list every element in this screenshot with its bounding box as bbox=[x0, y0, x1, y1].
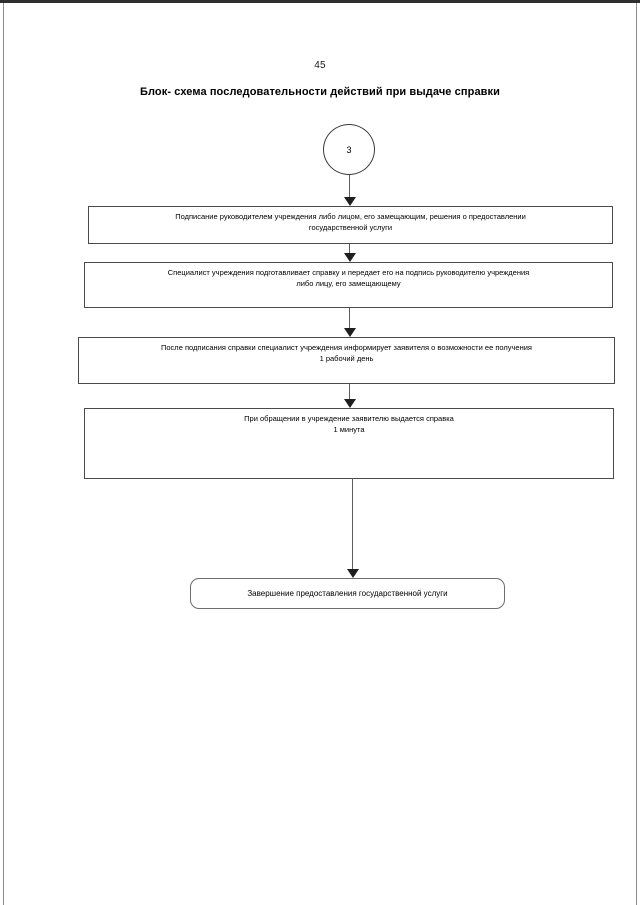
arrow-box-2-to-box-3 bbox=[343, 308, 357, 337]
flow-step-box-1: Подписание руководителем учреждения либо… bbox=[88, 206, 613, 244]
flow-step-box-2: Специалист учреждения подготавливает спр… bbox=[84, 262, 613, 308]
flow-step-box-4: При обращении в учреждение заявителю выд… bbox=[84, 408, 614, 479]
arrow-box-3-to-box-4 bbox=[343, 384, 357, 408]
scan-edge-right bbox=[636, 3, 637, 905]
flow-terminator-box: Завершение предоставления государственно… bbox=[190, 578, 505, 609]
flow-step-box-4-line-1: При обращении в учреждение заявителю выд… bbox=[244, 414, 454, 423]
flow-step-box-3-line-1: После подписания справки специалист учре… bbox=[161, 343, 532, 352]
flow-step-box-1-line-2: государственной услуги bbox=[308, 223, 393, 232]
arrow-box-1-to-box-2 bbox=[343, 244, 357, 262]
flow-connector-circle: 3 bbox=[323, 124, 375, 175]
flow-step-box-2-line-2: либо лицу, его замещающему bbox=[296, 279, 401, 288]
flow-step-box-3-line-2: 1 рабочий день bbox=[319, 354, 374, 363]
arrow-circle-to-box-1 bbox=[343, 175, 357, 206]
page-title: Блок- схема последовательности действий … bbox=[139, 86, 501, 98]
flow-terminator-label: Завершение предоставления государственно… bbox=[247, 589, 448, 598]
flow-step-box-4-line-2: 1 минута bbox=[333, 425, 365, 434]
flow-step-box-3: После подписания справки специалист учре… bbox=[78, 337, 615, 384]
scan-edge-top bbox=[0, 0, 640, 3]
page-number: 45 bbox=[314, 60, 326, 71]
scan-edge-left bbox=[3, 3, 4, 905]
arrow-box-4-to-terminator bbox=[346, 478, 360, 578]
flow-step-box-2-line-1: Специалист учреждения подготавливает спр… bbox=[167, 268, 530, 277]
flow-connector-label: 3 bbox=[346, 144, 352, 155]
flow-step-box-1-line-1: Подписание руководителем учреждения либо… bbox=[175, 212, 526, 221]
